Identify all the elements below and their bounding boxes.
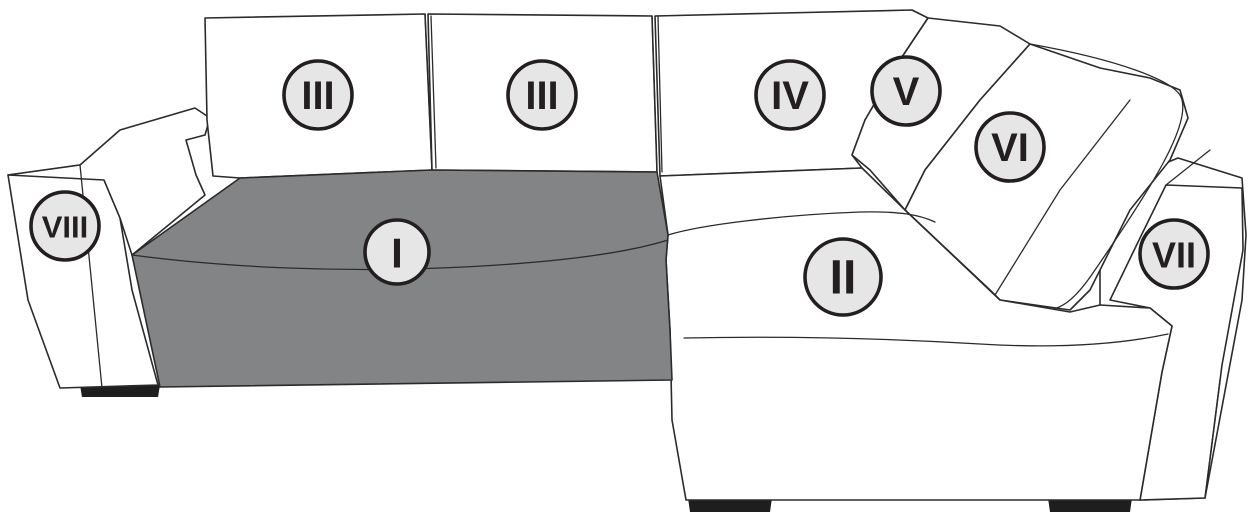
- badge-back-cushion-1-label: III: [301, 74, 334, 118]
- badge-corner-cushion-large: VI: [976, 113, 1044, 181]
- badge-armrest-right: VII: [1140, 220, 1208, 288]
- badge-chaise-seat: II: [805, 239, 881, 315]
- badge-armrest-right-label: VII: [1152, 235, 1196, 276]
- badge-seat-left: I: [365, 220, 429, 284]
- badge-chaise-seat-label: II: [830, 252, 857, 305]
- badge-corner-cushion-small-label: V: [893, 70, 920, 114]
- badge-corner-cushion-small: V: [872, 57, 940, 125]
- badge-armrest-left: VIII: [31, 192, 99, 260]
- badge-corner-cushion-large-label: VI: [991, 126, 1029, 170]
- badge-seat-left-label: I: [391, 230, 403, 277]
- badge-back-cushion-2: III: [508, 61, 576, 129]
- badge-back-cushion-3: IV: [756, 61, 824, 129]
- badge-back-cushion-1: III: [284, 61, 352, 129]
- badge-armrest-left-label: VIII: [42, 210, 89, 245]
- badge-back-cushion-2-label: III: [525, 74, 558, 118]
- badge-back-cushion-3-label: IV: [771, 74, 809, 118]
